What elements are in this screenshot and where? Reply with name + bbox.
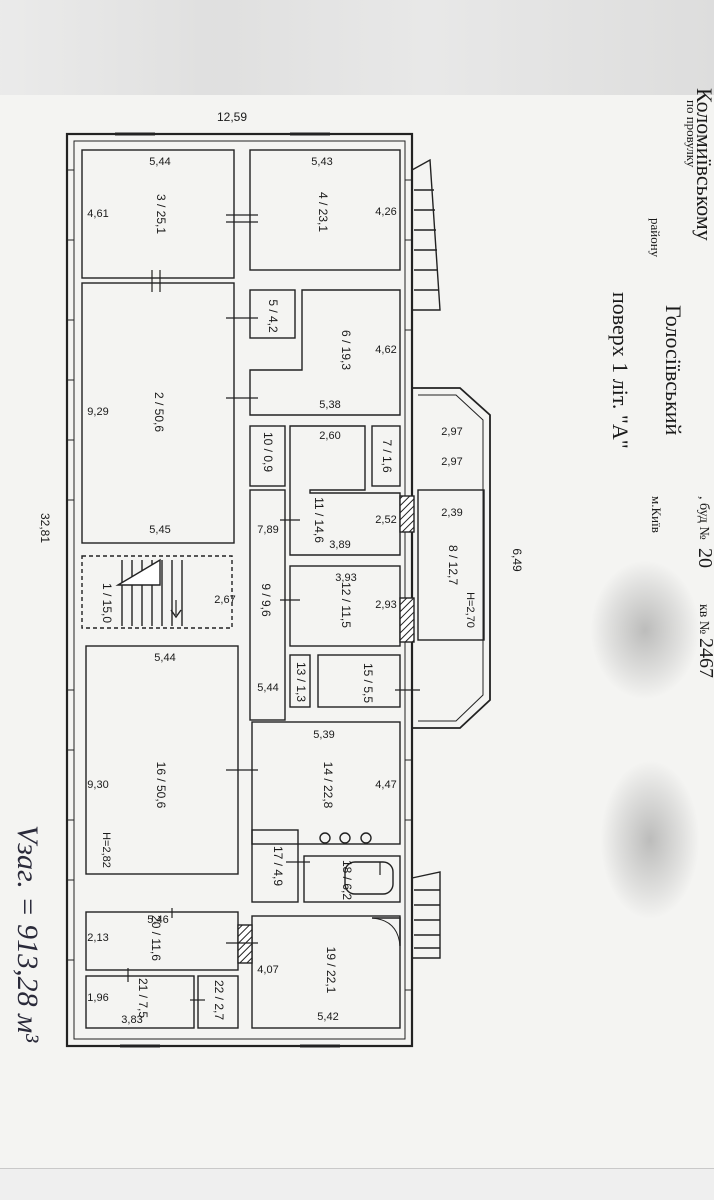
room-4-outline bbox=[249, 149, 401, 271]
ceiling-height-south: H=2,82 bbox=[100, 832, 112, 868]
scan-edge-bottom bbox=[0, 1168, 714, 1200]
room-5-outline bbox=[249, 289, 296, 339]
room-6-length: 5,38 bbox=[319, 399, 340, 411]
room-13-outline bbox=[289, 654, 311, 708]
room-13-length: 5,44 bbox=[257, 682, 278, 694]
door-marks bbox=[127, 214, 420, 1001]
hatched-wall bbox=[399, 495, 415, 533]
room-14-label: 14 / 22,8 bbox=[321, 762, 335, 809]
room-10-outline bbox=[249, 425, 286, 487]
room-2-label: 2 / 50,6 bbox=[152, 392, 166, 432]
room-8-label: 8 / 12,7 bbox=[446, 545, 460, 585]
stairs bbox=[115, 558, 183, 626]
room-7-label: 7 / 1,6 bbox=[380, 439, 394, 473]
room-20-length: 5,46 bbox=[147, 914, 168, 926]
room-19-outline bbox=[251, 915, 401, 1029]
room-5-label: 5 / 4,2 bbox=[266, 299, 280, 333]
room-20-width: 2,13 bbox=[87, 932, 108, 944]
room-16-length: 5,44 bbox=[154, 652, 175, 664]
room-3-label: 3 / 25,1 bbox=[154, 194, 168, 234]
room-6-width: 4,62 bbox=[375, 344, 396, 356]
bay-length-dim: 2,97 bbox=[441, 426, 462, 438]
room-10-label: 10 / 0,9 bbox=[261, 432, 275, 472]
room-21-width: 1,96 bbox=[87, 992, 108, 1004]
room-16-width: 9,30 bbox=[87, 779, 108, 791]
bay-depth-dim: 6,49 bbox=[510, 548, 524, 572]
room-3-length: 5,44 bbox=[149, 156, 170, 168]
room-3-outline bbox=[81, 149, 235, 279]
scan-shadow-top bbox=[0, 0, 714, 95]
room-14-width: 4,47 bbox=[375, 779, 396, 791]
overall-length-dim: 32,81 bbox=[38, 513, 52, 543]
overall-width-dim: 12,59 bbox=[217, 110, 247, 124]
room-6-label: 6 / 19,3 bbox=[339, 330, 353, 370]
room-21-length: 3,83 bbox=[121, 1014, 142, 1026]
room-20-label: 20 / 11,6 bbox=[149, 915, 163, 961]
hatched-wall bbox=[399, 597, 415, 643]
entrance-stairs-north bbox=[411, 158, 441, 311]
room-9-label: 9 / 9,6 bbox=[259, 583, 273, 617]
room-19-label: 19 / 22,1 bbox=[324, 947, 338, 994]
room-6-outline bbox=[249, 289, 401, 416]
room-15-label: 15 / 5,5 bbox=[361, 663, 375, 703]
room-17-outline bbox=[251, 829, 299, 903]
room-2-outline bbox=[81, 282, 235, 544]
room-14-outline bbox=[251, 721, 401, 845]
room-8-width: 2,39 bbox=[441, 507, 462, 519]
hatched-wall bbox=[237, 924, 253, 964]
room-12-label: 12 / 11,5 bbox=[339, 582, 353, 628]
room-19-length: 5,42 bbox=[317, 1011, 338, 1023]
room-9-length: 7,89 bbox=[257, 524, 278, 536]
room-4-length: 5,43 bbox=[311, 156, 332, 168]
room-16-label: 16 / 50,6 bbox=[154, 762, 168, 809]
room-19-width: 4,07 bbox=[257, 964, 278, 976]
room-11-length: 3,89 bbox=[329, 539, 350, 551]
room-4-width: 4,26 bbox=[375, 206, 396, 218]
room-21-label: 21 / 7,5 bbox=[136, 978, 150, 1018]
window-marks bbox=[67, 132, 412, 1048]
ceiling-height-north: H=2,70 bbox=[464, 592, 476, 628]
room-18-label: 18 / 6,2 bbox=[340, 860, 354, 900]
room-9-outline bbox=[249, 489, 286, 721]
room-21-outline bbox=[85, 975, 195, 1029]
room-9-width: 2,67 bbox=[214, 594, 235, 606]
room-1-outline bbox=[81, 555, 233, 629]
room-11-width: 2,52 bbox=[375, 514, 396, 526]
scan-smudge bbox=[600, 760, 700, 920]
room-17-label: 17 / 4,9 bbox=[271, 846, 285, 886]
room-13-label: 13 / 1,3 bbox=[294, 662, 308, 702]
room-4-label: 4 / 23,1 bbox=[316, 192, 330, 232]
outer-wall bbox=[65, 132, 414, 1048]
room-3-width: 4,61 bbox=[87, 208, 108, 220]
scan-smudge bbox=[590, 560, 700, 700]
room-2-length: 5,45 bbox=[149, 524, 170, 536]
room-22-outline bbox=[197, 975, 239, 1029]
room-8-outline bbox=[417, 489, 485, 641]
room-7-outline bbox=[371, 425, 401, 487]
room-15-outline bbox=[317, 654, 401, 708]
bay-window bbox=[412, 387, 491, 729]
room-11-label: 11 / 14,6 bbox=[312, 497, 326, 543]
entrance-stairs-south bbox=[411, 871, 441, 959]
room-22-label: 22 / 2,7 bbox=[212, 980, 226, 1020]
room-16-outline bbox=[85, 645, 239, 875]
room-2-width: 9,29 bbox=[87, 406, 108, 418]
room-11-outline bbox=[289, 425, 401, 556]
room-11-extra-dim: 2,60 bbox=[319, 430, 340, 442]
room-18-outline bbox=[303, 855, 401, 903]
room-12-width: 2,93 bbox=[375, 599, 396, 611]
room-8-length: 2,97 bbox=[441, 456, 462, 468]
room-14-length: 5,39 bbox=[313, 729, 334, 741]
room-1-label: 1 / 15,0 bbox=[100, 583, 114, 623]
room-12-length: 3,93 bbox=[335, 572, 356, 584]
